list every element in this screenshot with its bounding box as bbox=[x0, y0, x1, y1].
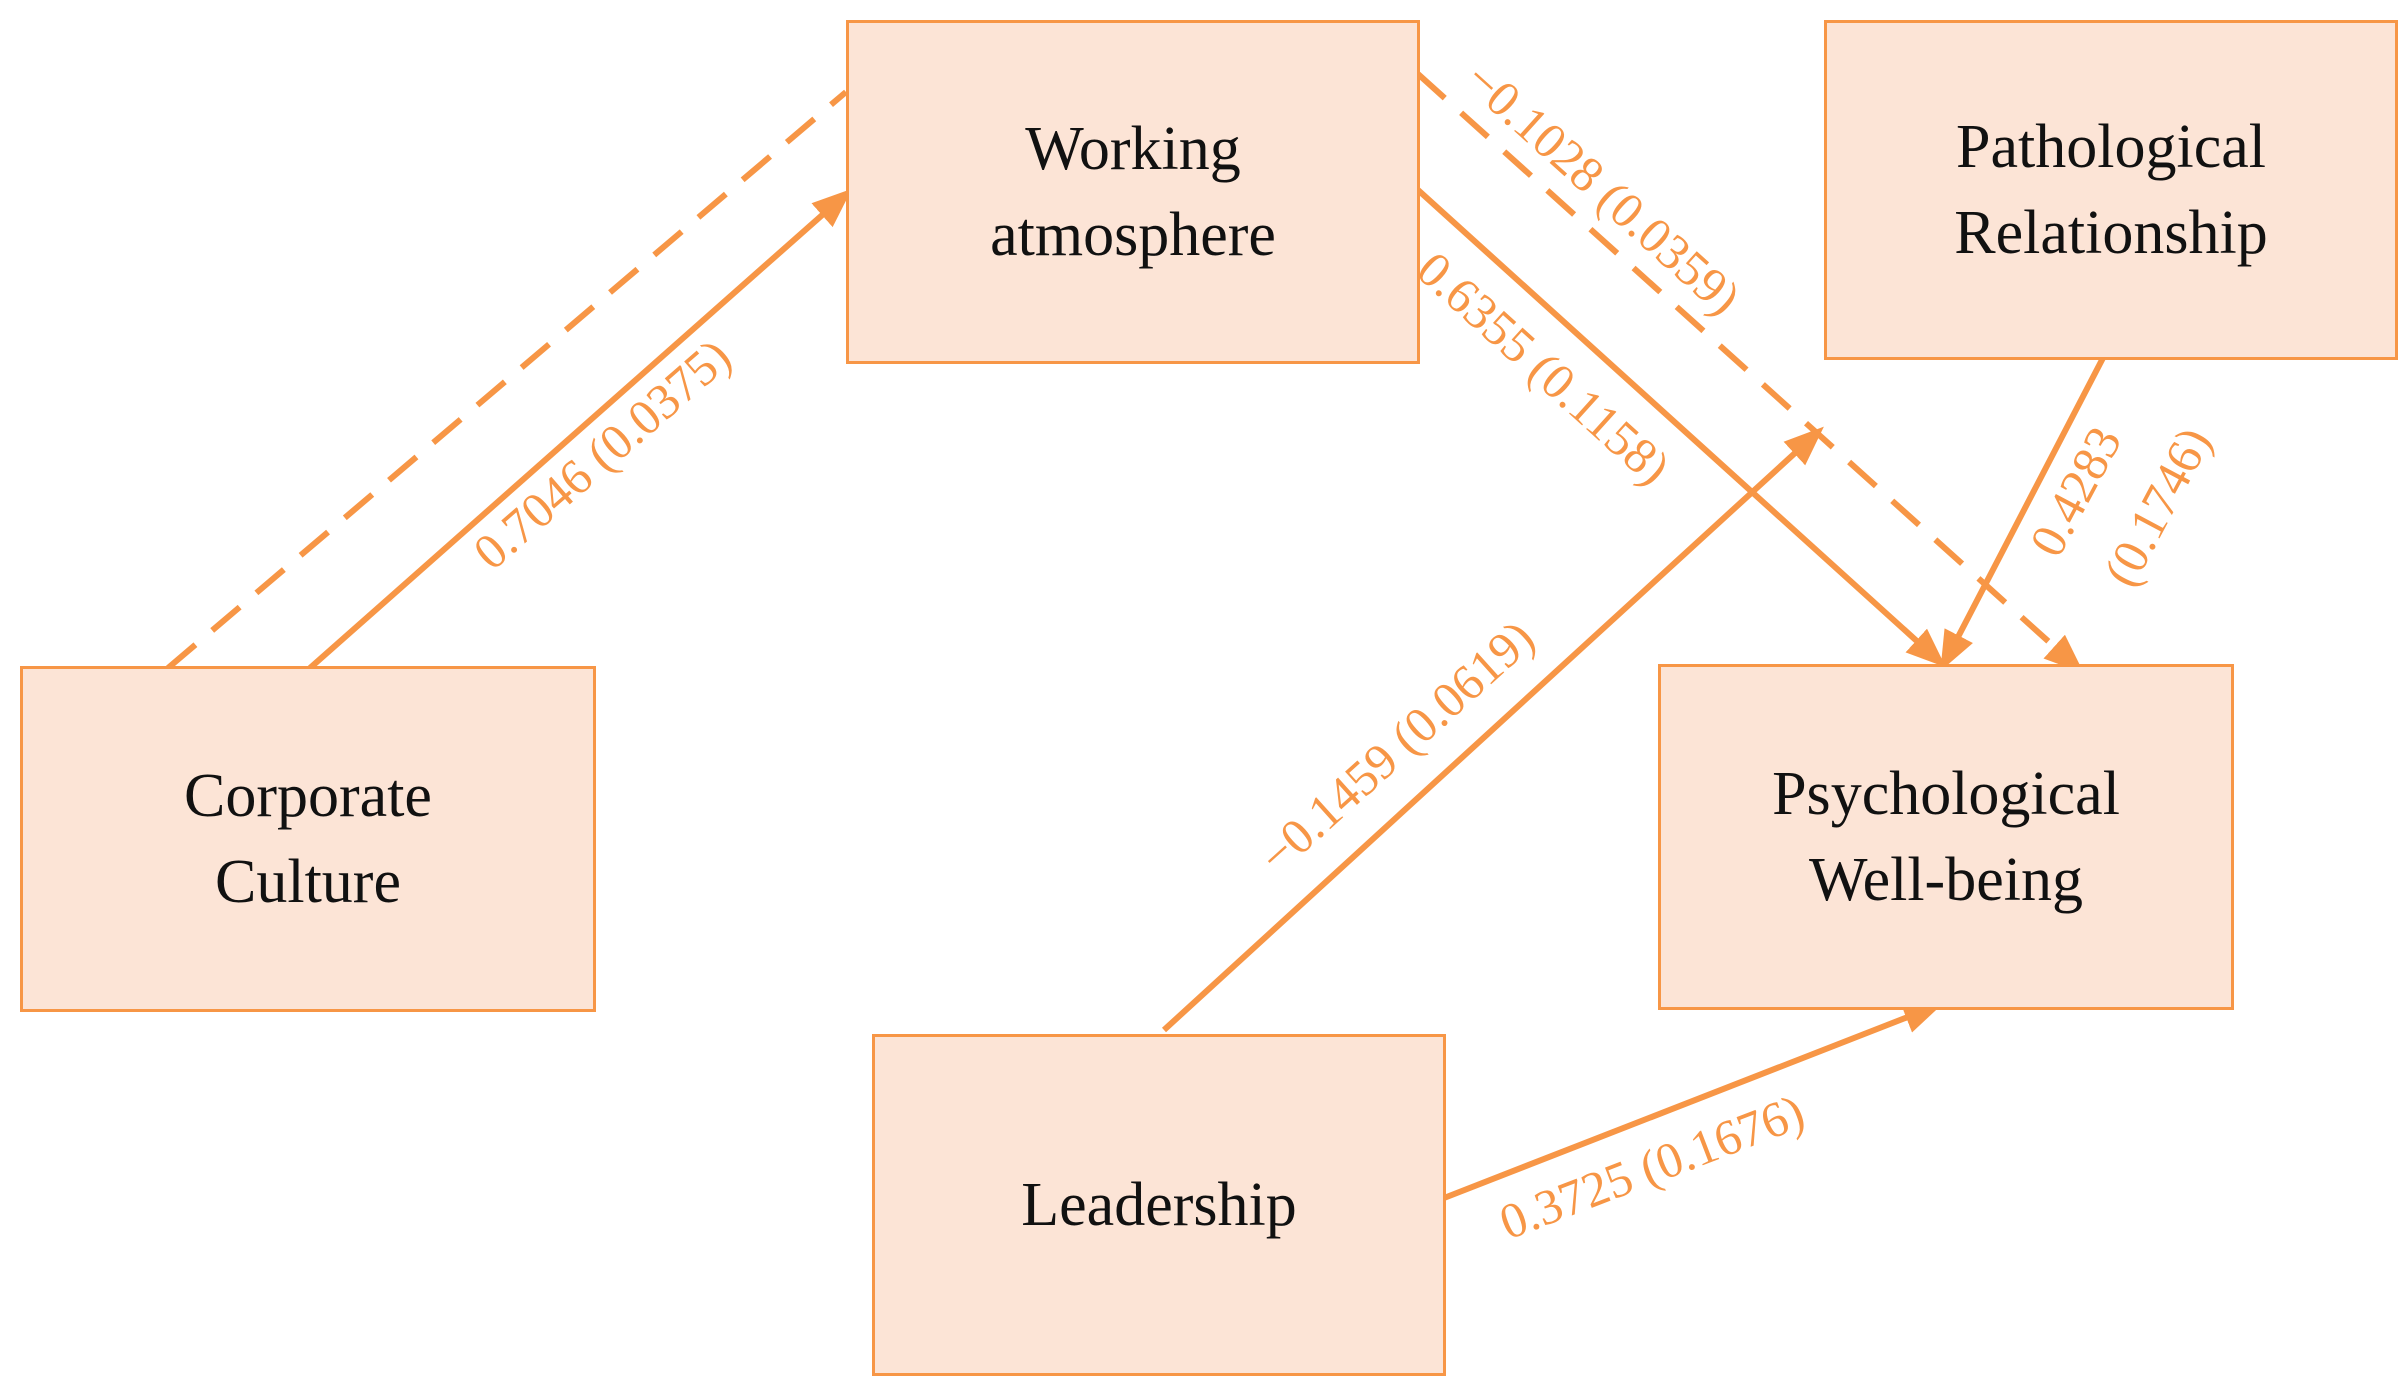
label-leadership-moderation: −0.1459 (0.0619) bbox=[1248, 609, 1545, 884]
edge-culture-to-atmosphere bbox=[308, 188, 852, 671]
node-psychological-wellbeing-label: Psychological Well-being bbox=[1772, 760, 2120, 914]
edge-leadership-moderation bbox=[1161, 426, 1824, 1033]
node-corporate-culture: Corporate Culture bbox=[20, 666, 596, 1012]
node-working-atmosphere: Working atmosphere bbox=[846, 20, 1420, 364]
edge-culture-dashed bbox=[166, 89, 848, 671]
node-pathological-relationship: Pathological Relationship bbox=[1824, 20, 2398, 360]
label-culture-to-atmosphere: 0.7046 (0.0375) bbox=[462, 328, 741, 581]
edge-atmosphere-to-wellbeing bbox=[1415, 187, 1946, 668]
node-working-atmosphere-label: Working atmosphere bbox=[990, 115, 1276, 269]
node-leadership-label: Leadership bbox=[1021, 1171, 1297, 1239]
label-atmosphere-dashed-to-wellbeing: −0.1028 (0.0359) bbox=[1455, 51, 1752, 326]
edge-atmosphere-dashed-to-wellbeing bbox=[1415, 71, 2084, 674]
node-pathological-relationship-label: Pathological Relationship bbox=[1954, 113, 2268, 267]
node-psychological-wellbeing: Psychological Well-being bbox=[1658, 664, 2234, 1010]
edge-pathological-to-wellbeing bbox=[1940, 354, 2107, 672]
node-leadership: Leadership bbox=[872, 1034, 1446, 1376]
edge-leadership-to-wellbeing bbox=[1442, 1002, 1944, 1201]
label-leadership-to-wellbeing: 0.3725 (0.1676) bbox=[1492, 1083, 1812, 1250]
label-atmosphere-to-wellbeing: 0.6355 (0.1158) bbox=[1407, 241, 1681, 496]
node-corporate-culture-label: Corporate Culture bbox=[184, 762, 432, 916]
